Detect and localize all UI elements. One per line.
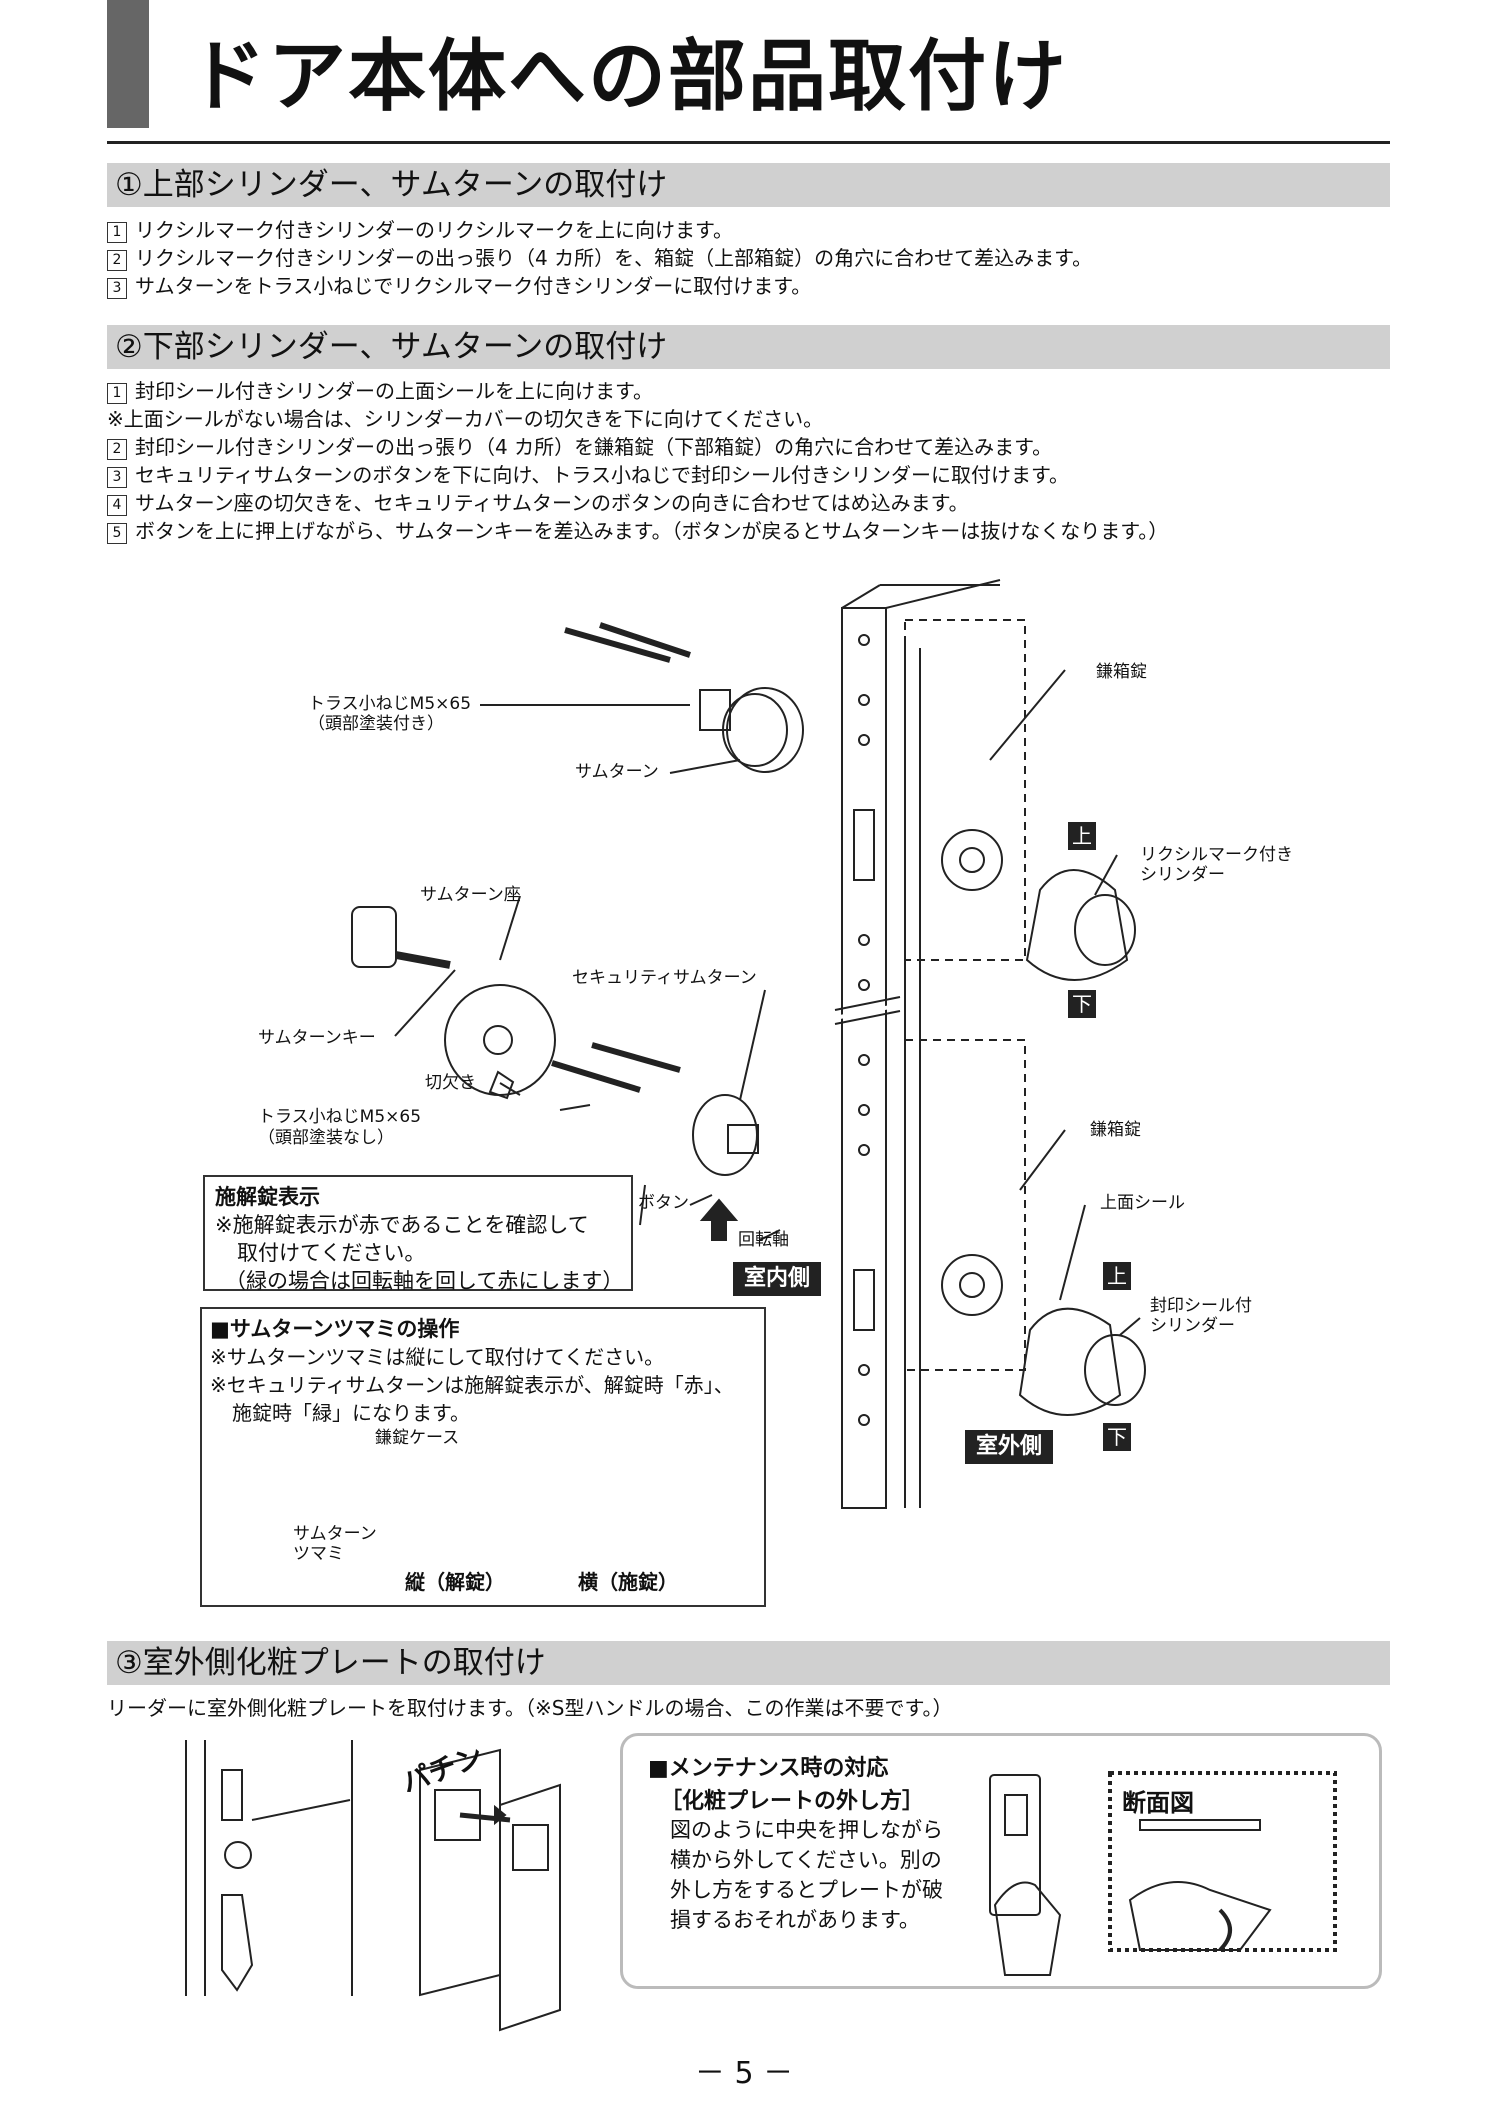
label-screw-top: トラス小ねじM5×65 bbox=[308, 694, 472, 714]
tag-indoor: 室内側 bbox=[733, 1262, 821, 1296]
maintenance-title: ■メンテナンス時の対応 bbox=[648, 1756, 889, 1781]
box-lock-top-outline bbox=[904, 619, 1026, 961]
knob-box-title: ■サムターンツマミの操作 bbox=[210, 1317, 460, 1341]
maintenance-line-3: 外し方をするとプレートが破 bbox=[670, 1878, 943, 1902]
lock-note-line-2: 取付けてください。 bbox=[237, 1241, 426, 1265]
label-notch: 切欠き bbox=[425, 1073, 476, 1093]
label-horizontal-locked: 横（施錠） bbox=[578, 1570, 678, 1594]
label-button: ボタン bbox=[638, 1193, 689, 1213]
knob-operation-box: ■サムターンツマミの操作 ※サムターンツマミは縦にして取付けてください。 ※セキ… bbox=[200, 1307, 766, 1607]
lock-note-line-1: ※施解錠表示が赤であることを確認して bbox=[215, 1213, 589, 1237]
label-box-lock-bottom: 鎌箱錠 bbox=[1090, 1120, 1141, 1140]
tag-down-top: 下 bbox=[1068, 990, 1096, 1018]
knob-box-line-1: ※サムターンツマミは縦にして取付けてください。 bbox=[210, 1345, 665, 1369]
lock-indicator-note: 施解錠表示 ※施解錠表示が赤であることを確認して 取付けてください。 （緑の場合… bbox=[203, 1175, 633, 1293]
label-thumb-key: サムターンキー bbox=[258, 1028, 376, 1048]
page-number: － 5 － bbox=[694, 2056, 794, 2091]
tag-outdoor: 室外側 bbox=[965, 1430, 1053, 1464]
section2-heading: ②下部シリンダー、サムターンの取付け bbox=[107, 325, 1390, 369]
label-lixil-cylinder-2: シリンダー bbox=[1140, 865, 1225, 885]
label-lock-case: 鎌錠ケース bbox=[375, 1428, 460, 1448]
section1-heading: ①上部シリンダー、サムターンの取付け bbox=[107, 163, 1390, 207]
section3-heading: ③室外側化粧プレートの取付け bbox=[107, 1641, 1390, 1685]
label-top-seal: 上面シール bbox=[1100, 1193, 1185, 1213]
maintenance-box bbox=[620, 1733, 1382, 1989]
title-accent-bar bbox=[107, 0, 149, 128]
tag-up-bottom: 上 bbox=[1103, 1262, 1131, 1290]
page-title: ドア本体への部品取付け bbox=[188, 32, 1069, 122]
label-seal-cylinder-2: シリンダー bbox=[1150, 1316, 1235, 1336]
label-thumbturn: サムターン bbox=[575, 762, 659, 782]
box-lock-bottom-outline bbox=[904, 1039, 1026, 1371]
knob-box-line-2: ※セキュリティサムターンは施解錠表示が、解錠時「赤」、 bbox=[210, 1373, 734, 1397]
label-screw-top-note: （頭部塗装付き） bbox=[308, 714, 444, 734]
label-screw-bottom-note: （頭部塗装なし） bbox=[258, 1128, 394, 1148]
tag-down-bottom: 下 bbox=[1103, 1423, 1131, 1451]
label-box-lock-top: 鎌箱錠 bbox=[1096, 662, 1147, 682]
tag-up-top: 上 bbox=[1068, 822, 1096, 850]
lock-note-title: 施解錠表示 bbox=[215, 1185, 320, 1209]
title-rule bbox=[107, 141, 1390, 144]
label-lixil-cylinder: リクシルマーク付き bbox=[1140, 845, 1293, 865]
label-screw-bottom: トラス小ねじM5×65 bbox=[258, 1107, 422, 1127]
knob-box-line-3: 施錠時「緑」になります。 bbox=[232, 1401, 470, 1425]
maintenance-line-2: 横から外してください。別の bbox=[670, 1848, 942, 1872]
label-thumb-seat: サムターン座 bbox=[420, 885, 521, 905]
section3-intro: リーダーに室外側化粧プレートを取付けます。（※S型ハンドルの場合、この作業は不要… bbox=[107, 1696, 953, 1720]
lock-note-line-3: （緑の場合は回転軸を回して赤にします） bbox=[225, 1269, 624, 1293]
label-security-thumbturn: セキュリティサムターン bbox=[572, 968, 757, 988]
label-knob-2: ツマミ bbox=[293, 1544, 344, 1564]
section2-note: ※上面シールがない場合は、シリンダーカバーの切欠きを下に向けてください。 bbox=[107, 407, 824, 431]
section-view-label: 断面図 bbox=[1122, 1789, 1194, 1817]
label-knob: サムターン bbox=[293, 1524, 377, 1544]
label-vertical-unlocked: 縦（解錠） bbox=[405, 1570, 505, 1594]
maintenance-line-1: 図のように中央を押しながら bbox=[670, 1818, 943, 1842]
label-seal-cylinder: 封印シール付 bbox=[1150, 1296, 1252, 1316]
label-shaft: 回転軸 bbox=[738, 1230, 789, 1250]
maintenance-line-4: 損するおそれがあります。 bbox=[670, 1908, 920, 1932]
maintenance-subtitle: ［化粧プレートの外し方］ bbox=[660, 1789, 925, 1814]
